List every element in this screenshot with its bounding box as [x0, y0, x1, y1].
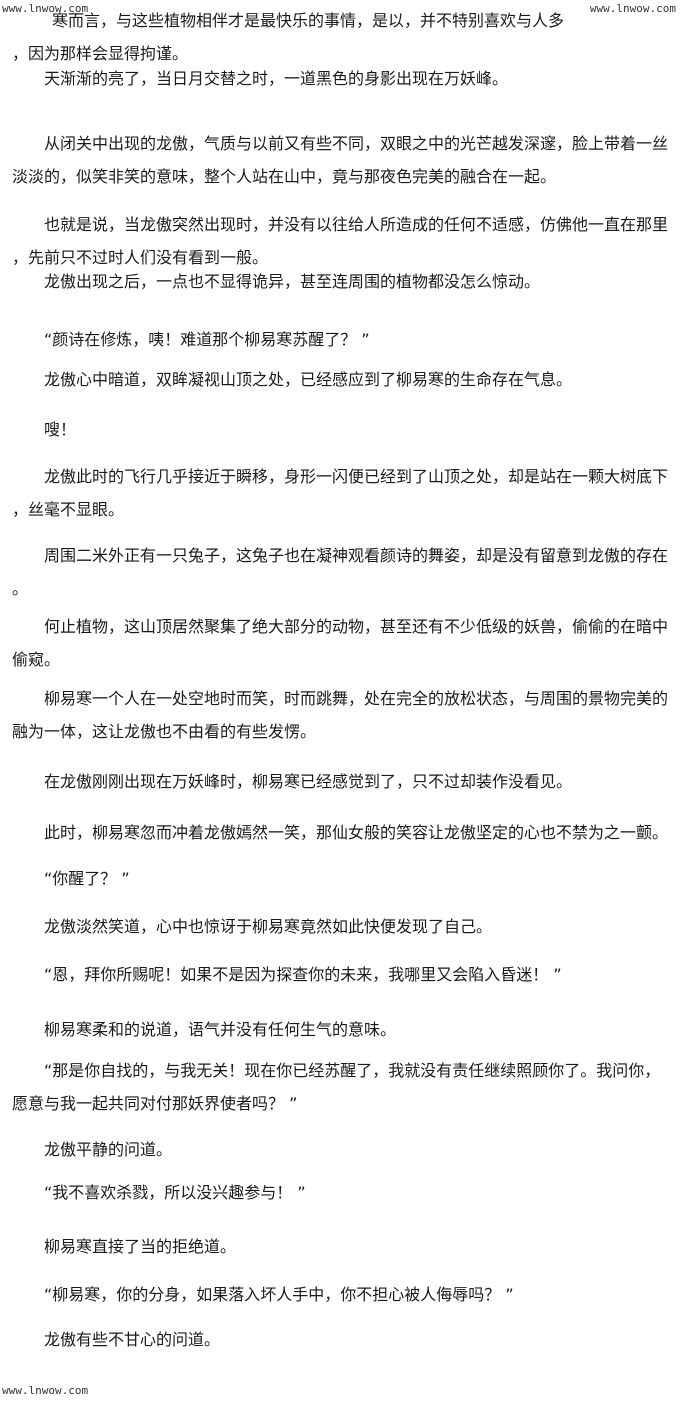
paragraph-line: 偷窥。	[12, 650, 61, 669]
paragraph: 此时，柳易寒忽而冲着龙傲嫣然一笑，那仙女般的笑容让龙傲坚定的心也不禁为之一颤。	[12, 816, 672, 849]
paragraph-line: 。	[12, 579, 29, 598]
paragraph: 柳易寒柔和的说道，语气并没有任何生气的意味。	[12, 1013, 672, 1046]
paragraph: 寒而言，与这些植物相伴才是最快乐的事情，是以，并不特别喜欢与人多 ，因为那样会显得…	[12, 4, 680, 70]
paragraph: 柳易寒一个人在一处空地时而笑，时而跳舞，处在完全的放松状态，与周围的景物完美的融…	[12, 682, 672, 748]
watermark-bottom-left: www.lnwow.com	[2, 1384, 89, 1397]
paragraph: 何止植物，这山顶居然聚集了绝大部分的动物，甚至还有不少低级的妖兽，偷偷的在暗中偷…	[12, 610, 672, 676]
paragraph-line: 柳易寒直接了当的拒绝道。	[12, 1237, 237, 1256]
paragraph: 也就是说，当龙傲突然出现时，并没有以往给人所造成的任何不适感，仿佛他一直在那里 ，…	[12, 208, 672, 274]
paragraph-line: 融为一体，这让龙傲也不由看的有些发愣。	[12, 722, 317, 741]
paragraph: “你醒了？ ”	[12, 862, 672, 895]
paragraph-line: ，先前只不过时人们没有看到一般。	[12, 248, 269, 267]
paragraph: 龙傲心中暗道，双眸凝视山顶之处，已经感应到了柳易寒的生命存在气息。	[12, 363, 672, 396]
paragraph-line: 天渐渐的亮了，当日月交替之时，一道黑色的身影出现在万妖峰。	[12, 69, 509, 88]
paragraph: 龙傲出现之后，一点也不显得诡异，甚至连周围的植物都没怎么惊动。	[12, 265, 672, 298]
paragraph: 从闭关中出现的龙傲，气质与以前又有些不同，双眼之中的光芒越发深邃，脸上带着一丝淡…	[12, 127, 672, 193]
paragraph: “颜诗在修炼，咦！难道那个柳易寒苏醒了？ ”	[12, 323, 672, 356]
paragraph-line: 嗖！	[12, 420, 77, 439]
paragraph-line: 寒而言，与这些植物相伴才是最快乐的事情，是以，并不特别喜欢与人多	[52, 11, 565, 30]
watermark-top-right: www.lnwow.com	[589, 2, 676, 15]
paragraph-line: 龙傲此时的飞行几乎接近于瞬移，身形一闪便已经到了山顶之处，却是站在一颗大树底下	[12, 467, 669, 486]
paragraph-line: 柳易寒一个人在一处空地时而笑，时而跳舞，处在完全的放松状态，与周围的景物完美的	[12, 689, 669, 708]
paragraph: 龙傲有些不甘心的问道。	[12, 1323, 672, 1356]
paragraph-line: “柳易寒，你的分身，如果落入坏人手中，你不担心被人侮辱吗？ ”	[12, 1285, 514, 1304]
paragraph-line: 龙傲心中暗道，双眸凝视山顶之处，已经感应到了柳易寒的生命存在气息。	[12, 370, 573, 389]
watermark-top-left: www.lnwow.com	[2, 2, 89, 15]
paragraph: 在龙傲刚刚出现在万妖峰时，柳易寒已经感觉到了，只不过却装作没看见。	[12, 765, 672, 798]
paragraph: “我不喜欢杀戮，所以没兴趣参与！ ”	[12, 1176, 672, 1209]
paragraph: 柳易寒直接了当的拒绝道。	[12, 1230, 672, 1263]
paragraph-line: 此时，柳易寒忽而冲着龙傲嫣然一笑，那仙女般的笑容让龙傲坚定的心也不禁为之一颤。	[12, 823, 669, 842]
paragraph-line: 从闭关中出现的龙傲，气质与以前又有些不同，双眼之中的光芒越发深邃，脸上带着一丝	[12, 134, 669, 153]
paragraph: “恩，拜你所赐呢！如果不是因为探查你的未来，我哪里又会陷入昏迷！ ”	[12, 958, 672, 991]
paragraph-line: “那是你自找的，与我无关！现在你已经苏醒了，我就没有责任继续照顾你了。我问你，	[12, 1061, 661, 1080]
paragraph-line: 龙傲平静的问道。	[12, 1140, 173, 1159]
paragraph: “那是你自找的，与我无关！现在你已经苏醒了，我就没有责任继续照顾你了。我问你， 愿…	[12, 1054, 672, 1120]
paragraph: “柳易寒，你的分身，如果落入坏人手中，你不担心被人侮辱吗？ ”	[12, 1278, 672, 1311]
paragraph-line: ，因为那样会显得拘谨。	[12, 44, 189, 63]
paragraph: 龙傲此时的飞行几乎接近于瞬移，身形一闪便已经到了山顶之处，却是站在一颗大树底下 ，…	[12, 460, 672, 526]
paragraph-line: “你醒了？ ”	[12, 869, 130, 888]
paragraph-line: ，丝毫不显眼。	[12, 500, 125, 519]
paragraph: 龙傲淡然笑道，心中也惊讶于柳易寒竟然如此快便发现了自己。	[12, 910, 672, 943]
paragraph: 龙傲平静的问道。	[12, 1133, 672, 1166]
paragraph-line: 龙傲淡然笑道，心中也惊讶于柳易寒竟然如此快便发现了自己。	[12, 917, 493, 936]
paragraph-line: 何止植物，这山顶居然聚集了绝大部分的动物，甚至还有不少低级的妖兽，偷偷的在暗中	[12, 617, 669, 636]
paragraph-line: “我不喜欢杀戮，所以没兴趣参与！ ”	[12, 1183, 306, 1202]
paragraph-line: 龙傲有些不甘心的问道。	[12, 1330, 221, 1349]
paragraph-line: 淡淡的，似笑非笑的意味，整个人站在山中，竟与那夜色完美的融合在一起。	[12, 167, 557, 186]
paragraph-line: 也就是说，当龙傲突然出现时，并没有以往给人所造成的任何不适感，仿佛他一直在那里	[12, 215, 669, 234]
paragraph-line: “恩，拜你所赐呢！如果不是因为探查你的未来，我哪里又会陷入昏迷！ ”	[12, 965, 562, 984]
paragraph-line: 柳易寒柔和的说道，语气并没有任何生气的意味。	[12, 1020, 397, 1039]
paragraph: 嗖！	[12, 413, 672, 446]
paragraph-line: “颜诗在修炼，咦！难道那个柳易寒苏醒了？ ”	[12, 330, 370, 349]
paragraph-line: 周围二米外正有一只兔子，这兔子也在凝神观看颜诗的舞姿，却是没有留意到龙傲的存在	[12, 546, 669, 565]
paragraph: 周围二米外正有一只兔子，这兔子也在凝神观看颜诗的舞姿，却是没有留意到龙傲的存在。	[12, 539, 672, 605]
paragraph-line: 愿意与我一起共同对付那妖界使者吗？ ”	[12, 1094, 298, 1113]
paragraph-line: 在龙傲刚刚出现在万妖峰时，柳易寒已经感觉到了，只不过却装作没看见。	[12, 772, 573, 791]
paragraph-line: 龙傲出现之后，一点也不显得诡异，甚至连周围的植物都没怎么惊动。	[12, 272, 541, 291]
paragraph: 天渐渐的亮了，当日月交替之时，一道黑色的身影出现在万妖峰。	[12, 62, 672, 95]
